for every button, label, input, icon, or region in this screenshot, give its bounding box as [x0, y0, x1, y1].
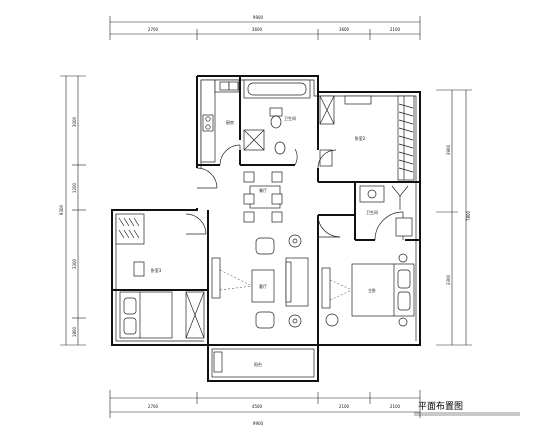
room-label-kitchen: 厨房: [226, 119, 234, 125]
dim-top-seg-4: 2100: [390, 27, 401, 32]
dim-left-seg-4: 1800: [72, 326, 77, 337]
dim-top-seg-3: 3600: [339, 27, 350, 32]
dim-bottom-seg-2: 4500: [252, 404, 263, 409]
bottom-dimensions: 2700 4500 2100 2100 9900: [109, 390, 421, 426]
drawing-title: 平面布置图: [414, 400, 520, 416]
partitions: [112, 76, 420, 345]
master-bedroom: 主卧: [321, 253, 415, 327]
bedroom-3: 卧室3: [115, 213, 207, 339]
room-label-bedroom-3: 卧室3: [151, 267, 162, 273]
dim-left-total: 9300: [59, 204, 64, 215]
dim-bottom-seg-3: 2100: [339, 404, 350, 409]
dim-left-seg-3: 3300: [72, 258, 77, 269]
drawing-title-text: 平面布置图: [418, 400, 463, 412]
bathroom-2: 卫生间: [359, 185, 413, 241]
bedroom-2: 卧室2: [317, 95, 415, 181]
balcony: 阳台: [207, 344, 319, 382]
dim-top-total: 9900: [253, 15, 264, 20]
dim-right-seg-1: 3900: [446, 144, 451, 155]
room-label-balcony: 阳台: [254, 361, 262, 367]
room-label-dining: 餐厅: [259, 187, 267, 193]
right-dimensions: 3900 3300 7800: [436, 89, 472, 346]
dim-bottom-seg-4: 2100: [390, 404, 401, 409]
room-label-living: 客厅: [259, 283, 267, 289]
top-dimensions: 9900 2700 3600 3600 2100: [109, 15, 421, 40]
dim-top-seg-2: 3600: [252, 27, 263, 32]
wardrobe-hangers-b3: [118, 217, 140, 239]
room-label-master: 主卧: [368, 287, 376, 293]
left-dimensions: 3000 1200 3300 1800 9300: [59, 75, 86, 346]
dim-bottom-total: 9900: [253, 421, 264, 426]
dim-right-total: 7800: [466, 210, 471, 221]
room-label-bath-2: 卫生间: [366, 209, 378, 215]
dim-top-seg-1: 2700: [148, 27, 159, 32]
room-label-bedroom-2: 卧室2: [355, 135, 366, 141]
wardrobe-hangers: [398, 103, 414, 173]
bathroom-1: 卫生间: [243, 79, 311, 166]
living-room: 客厅: [211, 214, 341, 329]
dim-bottom-seg-1: 2700: [148, 404, 159, 409]
kitchen: 厨房: [200, 79, 241, 166]
dim-left-seg-1: 3000: [72, 116, 77, 127]
dim-right-seg-2: 3300: [446, 274, 451, 285]
dining: 餐厅: [196, 167, 283, 223]
dim-left-seg-2: 1200: [72, 182, 77, 193]
room-label-bath: 卫生间: [284, 115, 296, 121]
